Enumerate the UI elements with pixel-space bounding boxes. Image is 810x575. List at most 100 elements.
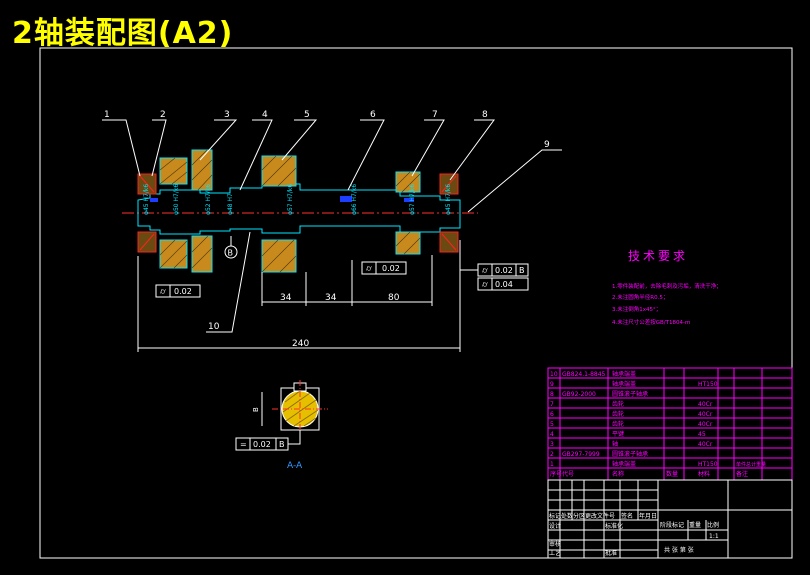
svg-text:设计: 设计 [549,522,561,530]
tech-item-3: 3.未注倒角1x45°； [612,305,661,313]
parts-cell-code: GB824.1-8845 [562,371,606,378]
parts-cell-no: 5 [550,421,554,428]
svg-text:工艺: 工艺 [549,549,561,557]
page-title: 2轴装配图(A2) [12,16,234,51]
parts-table: 10 GB824.1-8845 轴承端盖 9 轴承端盖 HT150 8 GB92-2000 圆锥… [547,367,793,481]
parts-cell-no: 3 [550,441,554,448]
tech-item-4: 4.未注尺寸公差按GB/T1804-m [612,318,690,326]
svg-text:0.04: 0.04 [495,280,513,289]
balloon-5: 5 [304,110,310,120]
parts-cell-material: 40Cr [698,411,713,418]
parts-cell-code: GB92-2000 [562,391,596,398]
dimension-values: 34 34 80 240 [280,293,400,349]
svg-text:34: 34 [280,293,292,303]
parts-header-code: 代号 [562,470,574,478]
parts-cell-material: 40Cr [698,441,713,448]
svg-text:批准: 批准 [605,549,617,557]
svg-text:0.02: 0.02 [495,266,513,275]
parts-cell-name: 圆锥滚子轴承 [612,390,648,398]
parts-cell-no: 1 [550,461,554,468]
svg-text:⌭: ⌭ [482,266,488,275]
parts-cell-name: 齿轮 [612,420,624,428]
svg-text:φ57 H7/k6: φ57 H7/k6 [287,184,294,215]
svg-text:0.02: 0.02 [253,440,271,449]
tolerance-frame-4: ⌭ 0.04 [477,277,529,291]
fit-annotations: φ45 H7/k6 φ50 H7/k6 φ52 H7/k6 φ48 H7 φ57… [143,184,452,215]
svg-text:B: B [279,440,285,449]
svg-text:φ45 H7/k6: φ45 H7/k6 [445,184,452,215]
sleeve-mid [340,196,352,202]
parts-cell-no: 7 [550,401,554,408]
svg-text:240: 240 [292,339,309,349]
parts-cell-name: 轴承端盖 [612,380,636,388]
svg-text:φ45 H7/k6: φ45 H7/k6 [143,184,150,215]
parts-cell-name: 齿轮 [612,400,624,408]
parts-cell-name: 齿轮 [612,410,624,418]
parts-cell-name: 圆锥滚子轴承 [612,450,648,458]
parts-header-extra: 单件总计重量 [736,461,766,468]
parts-cell-name: 轴承端盖 [612,460,636,468]
parts-cell-material: 40Cr [698,401,713,408]
balloon-2: 2 [160,110,166,120]
parts-cell-material: HT150 [698,381,718,388]
parts-cell-no: 6 [550,411,554,418]
bearing-left [137,173,157,253]
svg-text:φ50 H7/k6: φ50 H7/k6 [173,184,180,215]
svg-text:80: 80 [388,293,400,303]
balloon-10: 10 [208,322,220,332]
parts-cell-code: GB297-7999 [562,451,600,458]
svg-text:B: B [519,266,525,275]
parts-cell-no: 9 [550,381,554,388]
svg-text:标记: 标记 [549,512,561,520]
svg-text:B: B [252,407,260,412]
svg-text:分区: 分区 [573,512,585,520]
tech-heading: 技术要求 [628,249,688,263]
sleeve-right [404,198,414,202]
tolerance-frame-3: ⌭ 0.02 B [477,263,529,277]
parts-cell-name: 轴 [612,440,618,448]
svg-text:处数: 处数 [561,512,573,520]
svg-text:φ66 H7/k6: φ66 H7/k6 [351,184,358,215]
section-label: A-A [287,461,303,471]
tolerance-frame-1: ⌭ 0.02 [155,284,201,298]
balloon-4: 4 [262,110,268,120]
title-block: 标记 处数 分区 更改文件号 签名 年月日 设计 标准化 审核 工艺 批准 阶段… [547,479,793,559]
tech-item-2: 2.未注圆角半径R0.5； [612,293,668,301]
balloon-9: 9 [544,140,550,150]
datum-b-label: B [228,249,234,258]
parts-cell-no: 8 [550,391,554,398]
parts-cell-name: 平键 [612,430,624,438]
parts-cell-no: 10 [550,371,558,378]
svg-text:更改文件号: 更改文件号 [585,512,615,520]
svg-text:共 张 第 张: 共 张 第 张 [664,546,694,554]
svg-text:年月日: 年月日 [639,512,657,520]
gear-left-top [159,157,188,185]
assembly-view: φ45 H7/k6 φ50 H7/k6 φ52 H7/k6 φ48 H7 φ57… [102,110,562,352]
svg-text:φ57 H7/k6: φ57 H7/k6 [409,184,416,215]
parts-header-material: 材料 [698,470,710,478]
svg-text:审核: 审核 [549,540,561,548]
svg-text:φ48 H7: φ48 H7 [227,193,234,215]
gear-hatching [159,149,421,273]
svg-text:标准化: 标准化 [605,522,623,530]
gear-far-bottom [395,231,421,255]
gear-right-top [261,155,297,187]
parts-header-note: 备注 [736,470,748,478]
leader-lines [102,119,562,333]
bearing-right [439,173,459,253]
svg-text:⌭: ⌭ [482,280,488,289]
tech-item-1: 1.零件装配前，去除毛刺及污垢，清洗干净； [612,282,722,290]
gear-mid-bottom [191,235,213,273]
balloon-labels: 1 2 3 4 5 6 7 8 9 10 [104,110,550,332]
svg-text:签名: 签名 [621,512,633,520]
balloon-3: 3 [224,110,230,120]
svg-text:φ52 H7/k6: φ52 H7/k6 [205,184,212,215]
shaft-outline [137,183,461,235]
svg-text:比例: 比例 [707,521,719,529]
tolerance-frame-2: ⌭ 0.02 [361,261,407,275]
svg-text:1:1: 1:1 [709,533,719,540]
svg-text:阶段标记: 阶段标记 [660,521,684,529]
gear-far-top [395,171,421,193]
parts-header-no: 序号 [550,470,562,478]
svg-text:0.02: 0.02 [174,287,192,296]
